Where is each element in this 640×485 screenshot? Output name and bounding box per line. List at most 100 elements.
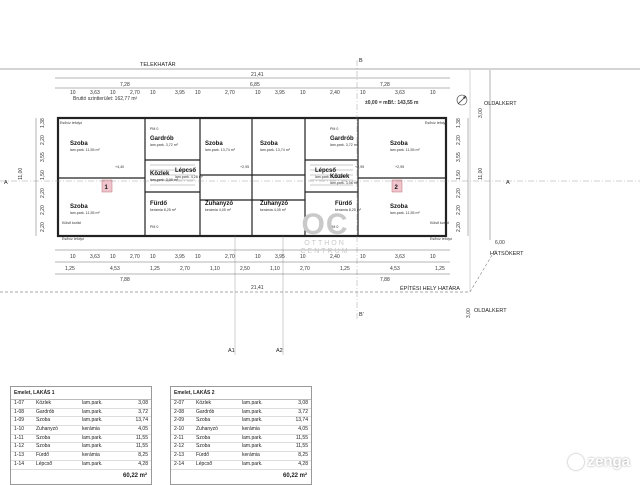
dimension-label: 1,25 xyxy=(435,266,445,272)
room-name: Közlek xyxy=(330,174,350,180)
room-area: lam.park. 11,55 m² xyxy=(390,148,420,152)
dimension-label: 2,40 xyxy=(330,254,340,260)
room-area: lam.park. 3,72 m² xyxy=(330,143,359,147)
dimension-label: 3,63 xyxy=(395,254,405,260)
plan-note: Külső korlát xyxy=(430,221,449,225)
dimension-label: 10 xyxy=(70,254,76,260)
floor-type: lam.park. xyxy=(82,443,103,450)
room-area: 4,05 xyxy=(138,426,148,433)
lot-boundary-label: TELEKHATÁR xyxy=(140,61,176,68)
dimension-label: 2,20 xyxy=(456,135,462,145)
floor-type: kerámia xyxy=(242,452,260,459)
room-name: Gardrób xyxy=(150,136,174,142)
room-area: 4,28 xyxy=(298,460,308,467)
dimension-label: 2,70 xyxy=(180,266,190,272)
room-name: Gardrób xyxy=(36,408,55,415)
setback-side-bottom: 3,00 xyxy=(466,308,472,318)
room-name: Szoba xyxy=(196,417,211,424)
section-a-right: A xyxy=(506,180,510,186)
room-name: Közlek xyxy=(196,400,212,406)
room-name: Szoba xyxy=(36,434,51,441)
floor-type: lam.park. xyxy=(242,400,263,406)
room-code: 1-10 xyxy=(14,426,25,433)
dimension-label: 3,63 xyxy=(395,90,405,96)
room-area: lam.park. 3,08 m² xyxy=(150,178,179,182)
room-code: 2-10 xyxy=(174,426,185,433)
watermark-line-1: OTTHON xyxy=(304,240,346,247)
room-name: Lépcső xyxy=(36,460,53,467)
room-area: 13,74 xyxy=(295,417,308,424)
room-name: Fürdő xyxy=(150,201,167,207)
dimension-label: 2,20 xyxy=(40,222,46,232)
section-b-bottom: B' xyxy=(359,312,364,318)
room-name: Zuhanyzó xyxy=(196,426,218,433)
table-row: 2-10 Zuhanyzó kerámia 4,05 xyxy=(171,426,311,435)
room-area: 8,25 xyxy=(298,452,308,459)
room-area: lam.park. 11,55 m² xyxy=(70,148,100,152)
room-name: Lépcső xyxy=(175,168,196,174)
dimension-label: 2,20 xyxy=(40,205,46,215)
room-name: Gardrób xyxy=(330,136,354,142)
gross-area-label: Bruttó szintterület: 162,77 m² xyxy=(73,96,138,102)
room-code: 1-09 xyxy=(14,417,25,424)
left-side-dimensions: 1,382,203,551,502,202,202,20 xyxy=(40,118,46,232)
floor-type: kerámia xyxy=(242,426,260,433)
brand-ring-icon xyxy=(568,453,585,470)
table-title: Emelet, LAKÁS 1 xyxy=(11,387,151,400)
side-garden-label-bottom: OLDALKERT xyxy=(474,308,507,314)
room-name: Szoba xyxy=(196,443,211,450)
plan-note: Külső korlát xyxy=(62,221,81,225)
section-a1: A1 xyxy=(228,348,235,354)
stairs xyxy=(150,164,353,186)
room-name: Közlek xyxy=(150,171,170,177)
room-name: Fürdő xyxy=(36,452,50,459)
room-area: 4,28 xyxy=(138,460,148,467)
room-area: kerámia 8,25 m² xyxy=(335,208,362,212)
room-area: 11,55 xyxy=(295,434,308,441)
room-area: 11,55 xyxy=(295,443,308,450)
overall-dim-3: 7,28 xyxy=(380,82,390,88)
plan-note: Esővíz lefolyó xyxy=(62,237,84,241)
dimension-label: 2,50 xyxy=(240,266,250,272)
unit-1-badge xyxy=(101,179,113,193)
room-name: Zuhanyzó xyxy=(205,201,233,207)
room-area: 4,05 xyxy=(298,426,308,433)
dimension-label: 1,38 xyxy=(456,118,462,128)
floor-type: kerámia xyxy=(82,452,100,459)
interior-walls xyxy=(58,118,446,236)
right-height: 11,00 xyxy=(478,168,484,180)
dimension-label: 10 xyxy=(195,90,201,96)
dimension-label: 10 xyxy=(360,90,366,96)
room-code: 2-07 xyxy=(174,400,185,406)
dimension-label: 2,40 xyxy=(330,90,340,96)
dimension-label: 3,95 xyxy=(275,254,285,260)
dimension-label: 2,70 xyxy=(300,266,310,272)
room-area: 8,25 xyxy=(138,452,148,459)
dimension-label: 2,20 xyxy=(40,188,46,198)
room-area: lam.park. 3,08 m² xyxy=(330,181,359,185)
room-name: Gardrób xyxy=(196,408,215,415)
dimension-label: 1,25 xyxy=(340,266,350,272)
dimension-label: 2,20 xyxy=(456,205,462,215)
north-arrow-icon xyxy=(456,94,468,106)
room-area: 11,55 xyxy=(135,443,148,450)
plan-note: PM 0 xyxy=(150,225,158,229)
room-area: 3,08 xyxy=(138,400,148,406)
room-name: Szoba xyxy=(196,434,211,441)
dimension-label: 3,55 xyxy=(40,152,46,162)
section-a-left: A xyxy=(4,180,8,186)
plan-note: Esővíz lefolyó xyxy=(60,121,82,125)
room-name: Lépcső xyxy=(315,168,336,174)
dimension-label: 1,50 xyxy=(40,170,46,180)
dimension-label: 3,55 xyxy=(456,152,462,162)
